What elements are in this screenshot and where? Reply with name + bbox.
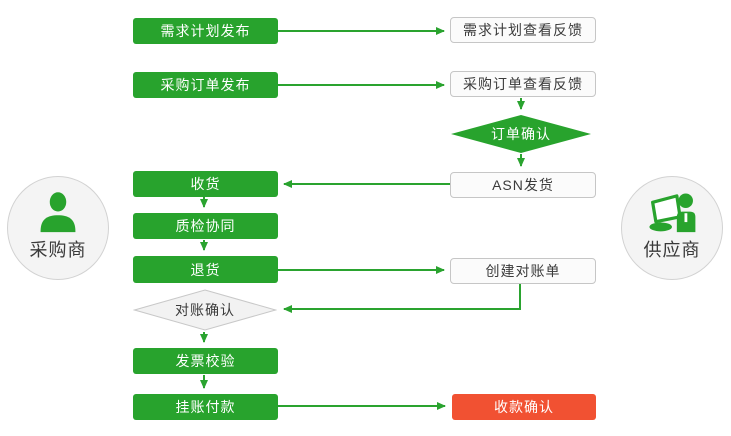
decision-label: 对账确认	[175, 302, 235, 318]
node-purchase-order-view-feedback: 采购订单查看反馈	[450, 71, 596, 97]
node-return-goods: 退货	[133, 256, 278, 283]
decision-label: 订单确认	[491, 126, 551, 142]
node-demand-plan-view-feedback: 需求计划查看反馈	[450, 17, 596, 43]
node-demand-plan-publish: 需求计划发布	[133, 18, 278, 44]
decision-reconciliation-confirm: 对账确认	[133, 289, 277, 331]
node-receive-goods: 收货	[133, 171, 278, 197]
decision-order-confirm: 订单确认	[451, 115, 591, 153]
supplier-label: 供应商	[643, 240, 701, 260]
actor-supplier: 供应商	[621, 176, 723, 280]
node-invoice-verification: 发票校验	[133, 348, 278, 374]
node-purchase-order-publish: 采购订单发布	[133, 72, 278, 98]
person-icon	[36, 189, 80, 235]
actor-buyer: 采购商	[7, 176, 109, 280]
node-create-reconciliation-statement: 创建对账单	[450, 258, 596, 284]
node-asn-ship: ASN发货	[450, 172, 596, 198]
person-laptop-icon	[647, 189, 697, 235]
node-payment-received-confirm: 收款确认	[452, 394, 596, 420]
node-quality-inspection-collab: 质检协同	[133, 213, 278, 239]
buyer-label: 采购商	[29, 240, 87, 260]
node-booked-payment: 挂账付款	[133, 394, 278, 420]
